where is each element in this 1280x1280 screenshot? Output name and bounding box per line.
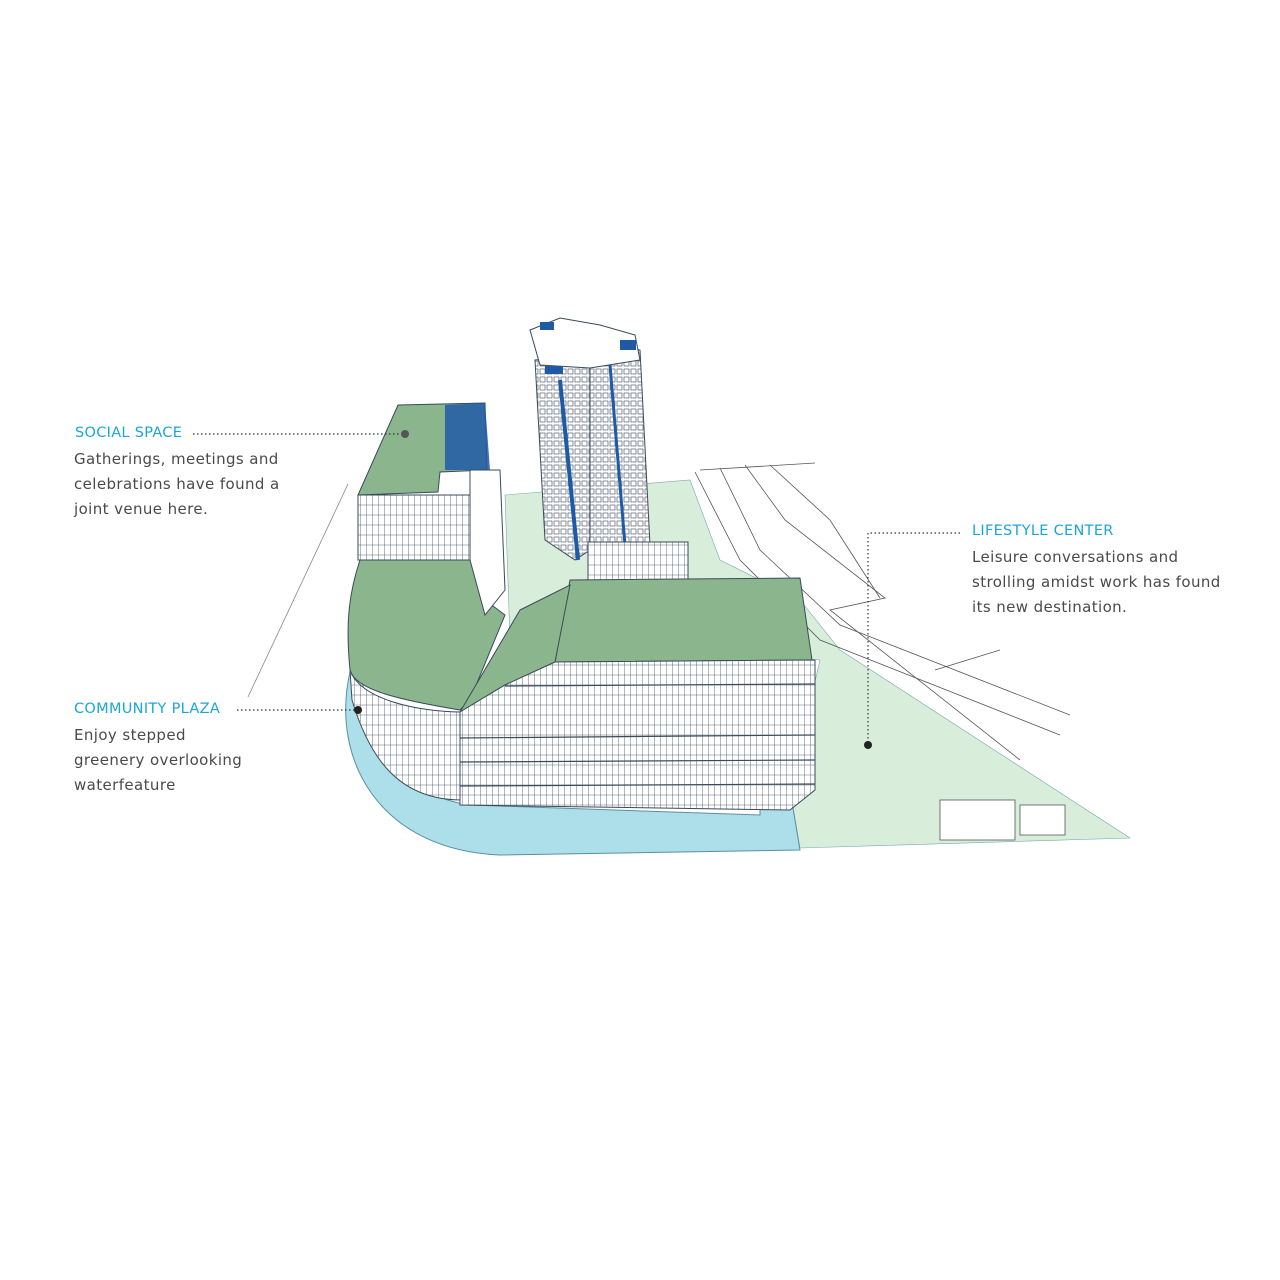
social-space-marker: [401, 430, 409, 438]
callout-text: Gatherings, meetings and celebrations ha…: [74, 450, 280, 518]
callout-title: COMMUNITY PLAZA: [74, 701, 221, 717]
community-plaza-roof: [347, 559, 506, 711]
social-block-side: [469, 469, 506, 617]
community-plaza-marker: [354, 706, 362, 714]
tower-side: [589, 339, 651, 551]
callout-text: Enjoy stepped greenery overlooking water…: [74, 726, 243, 794]
dark-glass-block: [445, 403, 490, 470]
callout-title: LIFESTYLE CENTER: [972, 523, 1114, 539]
callout-title: SOCIAL SPACE: [75, 425, 183, 441]
callout-lifestyle-center: LIFESTYLE CENTER Leisure conversations a…: [972, 523, 1221, 620]
social-block-floors: [357, 494, 471, 561]
leader-lines: [193, 433, 960, 745]
tower-crown: [529, 317, 641, 369]
callout-text: Leisure conversations and strolling amid…: [972, 548, 1221, 616]
callout-community-plaza: COMMUNITY PLAZA Enjoy stepped greenery o…: [74, 701, 242, 798]
callout-social-space: SOCIAL SPACE Gatherings, meetings and ce…: [74, 425, 280, 522]
pergola: [587, 541, 689, 583]
lifestyle-roof: [554, 577, 813, 663]
main-facade: [459, 659, 816, 811]
site-furniture: [939, 799, 1066, 841]
lifestyle-center-marker: [864, 741, 872, 749]
